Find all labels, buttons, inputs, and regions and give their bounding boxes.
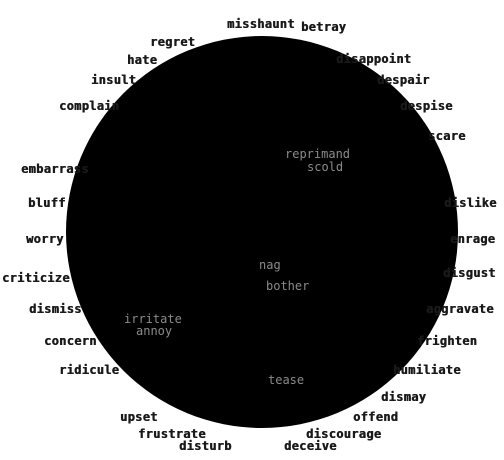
ring-word-dismiss: dismiss xyxy=(29,302,82,316)
ring-word-disappoint: disappoint xyxy=(336,52,412,66)
inner-word-scold: scold xyxy=(307,160,344,174)
ring-word-disgust: disgust xyxy=(443,266,496,280)
ring-word-regret: regret xyxy=(150,35,196,49)
ring-word-humiliate: humiliate xyxy=(393,363,461,377)
central-black-disc xyxy=(66,36,458,428)
inner-word-bother: bother xyxy=(266,279,310,293)
ring-word-criticize: criticize xyxy=(2,271,70,285)
inner-word-annoy: annoy xyxy=(136,324,173,338)
ring-word-frighten: frighten xyxy=(417,334,478,348)
ring-word-disturb: disturb xyxy=(179,439,232,453)
ring-word-despise: despise xyxy=(400,99,453,113)
ring-word-deceive: deceive xyxy=(284,439,337,453)
ring-word-dislike: dislike xyxy=(444,196,497,210)
inner-word-reprimand: reprimand xyxy=(285,147,351,161)
inner-word-tease: tease xyxy=(268,373,305,387)
ring-word-enrage: enrage xyxy=(450,232,496,246)
ring-word-offend: offend xyxy=(353,410,399,424)
ring-word-embarrass: embarrass xyxy=(21,162,89,176)
ring-word-worry: worry xyxy=(26,232,64,246)
ring-word-aggravate: aggravate xyxy=(426,302,494,316)
ring-word-scare: scare xyxy=(428,129,466,143)
ring-word-frustrate: frustrate xyxy=(138,427,206,441)
ring-word-misshaunt: misshaunt xyxy=(227,17,295,31)
ring-word-insult: insult xyxy=(91,73,137,87)
ring-word-hate: hate xyxy=(127,53,158,67)
ring-word-ridicule: ridicule xyxy=(59,363,120,377)
ring-word-dismay: dismay xyxy=(381,390,427,404)
inner-word-nag: nag xyxy=(259,258,281,272)
ring-word-despair: despair xyxy=(377,73,430,87)
inner-word-irritate: irritate xyxy=(124,312,182,326)
ring-word-upset: upset xyxy=(120,410,158,424)
ring-word-bluff: bluff xyxy=(28,196,66,210)
ring-word-discourage: discourage xyxy=(306,427,382,441)
ring-word-betray: betray xyxy=(301,20,347,34)
ring-word-complain: complain xyxy=(59,99,120,113)
ring-word-concern: concern xyxy=(44,334,97,348)
